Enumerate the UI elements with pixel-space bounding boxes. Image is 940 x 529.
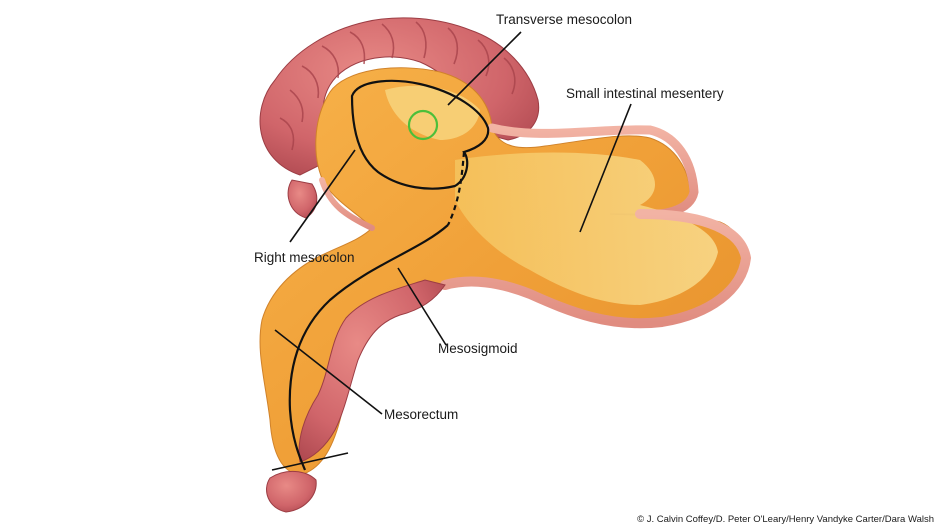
label-transverse-mesocolon: Transverse mesocolon xyxy=(496,12,633,27)
highlight-circle xyxy=(407,109,439,141)
image-credit: © J. Calvin Coffey/D. Peter O'Leary/Henr… xyxy=(637,514,934,525)
leader-lines xyxy=(271,31,632,471)
sigmoid-rectum xyxy=(266,279,446,513)
outline-traces xyxy=(288,79,490,471)
label-mesosigmoid: Mesosigmoid xyxy=(438,341,518,356)
label-right-mesocolon: Right mesocolon xyxy=(254,250,355,265)
label-small-intestinal-mesentery: Small intestinal mesentery xyxy=(566,86,724,101)
label-mesorectum: Mesorectum xyxy=(384,407,459,422)
small-intestine-rim xyxy=(319,123,752,329)
